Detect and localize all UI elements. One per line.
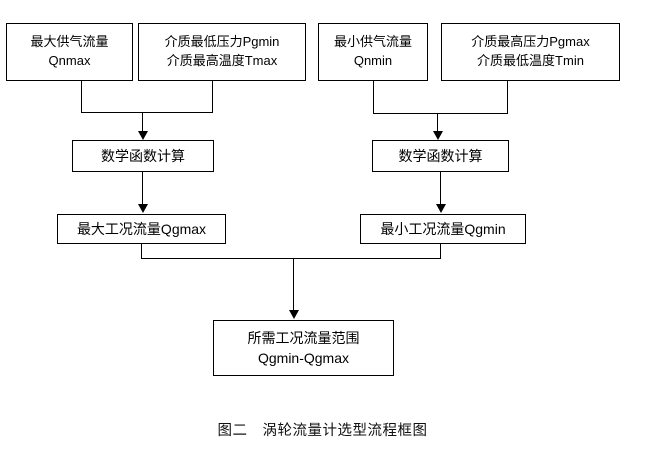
node-math-calc-left: 数学函数计算 bbox=[72, 140, 214, 172]
node-qnmax-line2: Qnmax bbox=[48, 53, 91, 68]
node-qgmax: 最大工况流量Qgmax bbox=[57, 214, 226, 244]
edge-left-merge-arrowhead bbox=[138, 131, 148, 140]
edge-math-left-to-qgmax-arrowhead bbox=[138, 204, 148, 213]
node-qnmax: 最大供气流量 Qnmax bbox=[6, 23, 133, 81]
edge-math-right-to-qgmin-stem bbox=[440, 172, 441, 205]
node-qnmin-line1: 最小供气流量 bbox=[333, 34, 412, 50]
edge-qgmax-drop bbox=[141, 244, 142, 259]
edge-left-merge-bar bbox=[81, 112, 213, 113]
edge-bottom-merge-bar bbox=[141, 258, 441, 259]
edge-media-max-drop bbox=[507, 81, 508, 114]
edge-bottom-merge-stem bbox=[293, 258, 294, 311]
node-qgmin-label: 最小工况流量Qgmin bbox=[380, 220, 506, 237]
edge-right-merge-arrowhead bbox=[433, 131, 443, 140]
node-qgmax-label: 最大工况流量Qgmax bbox=[76, 220, 207, 237]
node-required-range-line1: 所需工况流量范围 bbox=[247, 329, 360, 346]
edge-right-merge-stem bbox=[437, 113, 438, 132]
node-media-max-line2: 介质最低温度Tmin bbox=[477, 53, 584, 68]
node-media-max-line1: 介质最高压力Pgmax bbox=[471, 34, 590, 50]
figure-caption: 图二 涡轮流量计选型流程框图 bbox=[217, 423, 428, 439]
node-qnmax-line1: 最大供气流量 bbox=[30, 34, 109, 50]
node-media-min-pressure-max-temp: 介质最低压力Pgmin 介质最高温度Tmax bbox=[138, 23, 306, 81]
node-qnmin: 最小供气流量 Qnmin bbox=[318, 23, 428, 81]
node-required-range: 所需工况流量范围 Qgmin-Qgmax bbox=[213, 320, 394, 376]
node-math-calc-right: 数学函数计算 bbox=[372, 140, 509, 172]
edge-qnmin-drop bbox=[373, 81, 374, 114]
edge-bottom-merge-arrowhead bbox=[289, 310, 299, 319]
edge-math-left-to-qgmax-stem bbox=[142, 172, 143, 205]
node-qgmin: 最小工况流量Qgmin bbox=[360, 214, 526, 244]
node-qnmin-line2: Qnmin bbox=[353, 53, 393, 68]
node-required-range-line2: Qgmin-Qgmax bbox=[257, 350, 350, 366]
edge-math-right-to-qgmin-arrowhead bbox=[436, 204, 446, 213]
edge-qnmax-drop bbox=[81, 81, 82, 113]
edge-media-min-drop bbox=[212, 81, 213, 113]
edge-right-merge-bar bbox=[373, 113, 508, 114]
node-media-min-line2: 介质最高温度Tmax bbox=[166, 53, 278, 68]
edge-qgmin-drop bbox=[440, 244, 441, 259]
node-media-max-pressure-min-temp: 介质最高压力Pgmax 介质最低温度Tmin bbox=[441, 23, 620, 81]
node-media-min-line1: 介质最低压力Pgmin bbox=[164, 34, 280, 50]
node-math-calc-left-label: 数学函数计算 bbox=[101, 147, 185, 164]
edge-left-merge-stem bbox=[142, 112, 143, 132]
node-math-calc-right-label: 数学函数计算 bbox=[398, 147, 483, 164]
